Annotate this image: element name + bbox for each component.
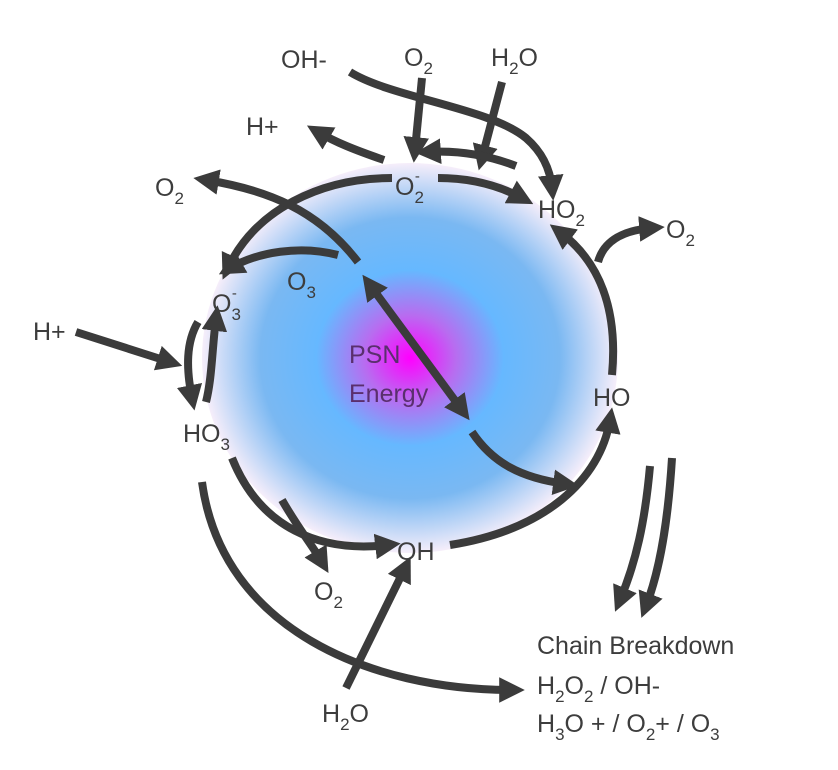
arrow-h2o-bottom-to-oh	[342, 556, 411, 690]
arrow-ho-to-ho2	[549, 224, 618, 376]
arrow-oh-to-ho	[449, 407, 621, 549]
arrow-o3radical-to-ho3	[176, 319, 203, 411]
label-h2o-bottom: H2O	[322, 700, 369, 734]
arrow-o2-top-in	[403, 77, 429, 163]
label-o2-right: O2	[666, 216, 695, 250]
label-o3-radical: O3-	[212, 285, 241, 324]
label-ho2: HO2	[538, 196, 585, 230]
label-o3: O3	[287, 268, 316, 302]
chain-breakdown-products-2: H3O + / O2+ / O3	[537, 710, 720, 744]
label-oh: OH	[397, 538, 435, 566]
label-h-plus-left: H+	[33, 318, 66, 346]
label-ho: HO	[593, 384, 631, 412]
arrow-oh-minus-in	[347, 68, 564, 201]
chain-breakdown-products-1: H2O2 / OH-	[537, 672, 660, 706]
arrow-ho3-to-o3radical	[201, 305, 228, 403]
label-ho3: HO3	[183, 420, 230, 454]
label-o2-left: O2	[155, 174, 184, 208]
label-o2-top: O2	[404, 44, 433, 78]
arrow-o3-to-o3radical	[218, 246, 340, 275]
label-oh-minus-top: OH-	[281, 46, 327, 74]
arrow-h-plus-left-in	[74, 328, 183, 371]
arrow-o2radical-to-h-plus	[306, 125, 386, 164]
label-h-plus-top: H+	[246, 113, 279, 141]
arrow-ho-to-chain-breakdown-1	[613, 465, 654, 612]
arrow-energy-to-ho	[468, 429, 579, 496]
arrow-ho3-to-oh	[228, 456, 401, 560]
center-label-psn: PSN	[349, 341, 400, 369]
center-label-energy: Energy	[349, 380, 429, 408]
arrow-o2radical-to-o3radical	[221, 174, 393, 280]
arrow-ho2-to-o2radical	[415, 138, 518, 170]
arrow-energy-bidirectional	[362, 274, 470, 421]
arrow-ho3-to-chain-breakdown	[198, 481, 525, 703]
arrow-ho-to-chain-breakdown-2	[638, 457, 676, 618]
chain-breakdown-title: Chain Breakdown	[537, 632, 734, 660]
arrow-o2radical-to-ho2	[437, 174, 534, 205]
arrow-ho2-to-o2	[594, 216, 665, 264]
arrow-ho3-to-o2-bottom	[278, 498, 329, 574]
label-o2-radical: O2-	[395, 168, 424, 207]
label-h2o-top: H2O	[491, 44, 538, 78]
arrow-center-to-o2-left	[193, 169, 362, 265]
label-o2-bottom: O2	[314, 578, 343, 612]
